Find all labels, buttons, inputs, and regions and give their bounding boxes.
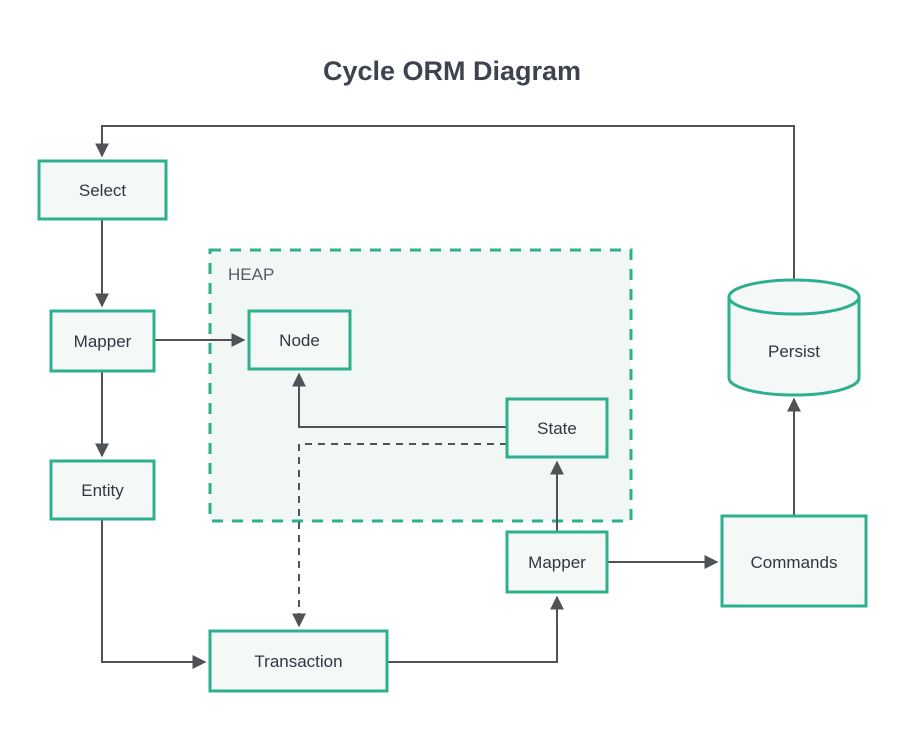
node-mapper-down-label: Mapper <box>528 553 586 572</box>
node-persist-label: Persist <box>768 342 820 361</box>
node-commands-label: Commands <box>751 553 838 572</box>
node-persist-top-ellipse <box>727 278 861 316</box>
node-mapper-down-shape <box>505 530 609 594</box>
node-select[interactable]: Select <box>37 159 168 221</box>
node-mapper-down[interactable]: Mapper <box>505 530 609 594</box>
edge-layer <box>95 125 801 669</box>
node-entity[interactable]: Entity <box>49 459 156 521</box>
page-title: Cycle ORM Diagram <box>323 56 581 86</box>
edge-entity-to-transaction <box>101 519 207 669</box>
edge-persist-to-select <box>95 125 795 281</box>
node-select-label: Select <box>79 181 127 200</box>
group-heap: HEAP <box>208 248 633 523</box>
edge-state-to-transaction <box>292 443 507 628</box>
node-mapper-left-shape <box>49 309 156 373</box>
node-mapper-left[interactable]: Mapper <box>49 309 156 373</box>
node-entity-label: Entity <box>81 481 124 500</box>
node-entity-shape <box>49 459 156 521</box>
node-persist-body <box>727 295 861 397</box>
edge-state-to-node <box>292 372 507 428</box>
heap-label: HEAP <box>228 265 274 284</box>
node-persist[interactable]: Persist <box>727 278 861 397</box>
edge-transaction-to-mapper <box>387 595 564 663</box>
node-node[interactable]: Node <box>247 309 352 371</box>
node-commands[interactable]: Commands <box>720 514 868 608</box>
node-node-shape <box>247 309 352 371</box>
node-commands-shape <box>720 514 868 608</box>
heap-container-border <box>208 248 633 523</box>
node-select-shape <box>37 159 168 221</box>
node-state[interactable]: State <box>505 397 609 459</box>
node-transaction[interactable]: Transaction <box>208 629 389 693</box>
node-state-label: State <box>537 419 577 438</box>
node-node-label: Node <box>279 331 320 350</box>
node-state-shape <box>505 397 609 459</box>
node-transaction-label: Transaction <box>254 652 342 671</box>
node-transaction-shape <box>208 629 389 693</box>
node-mapper-left-label: Mapper <box>74 332 132 351</box>
